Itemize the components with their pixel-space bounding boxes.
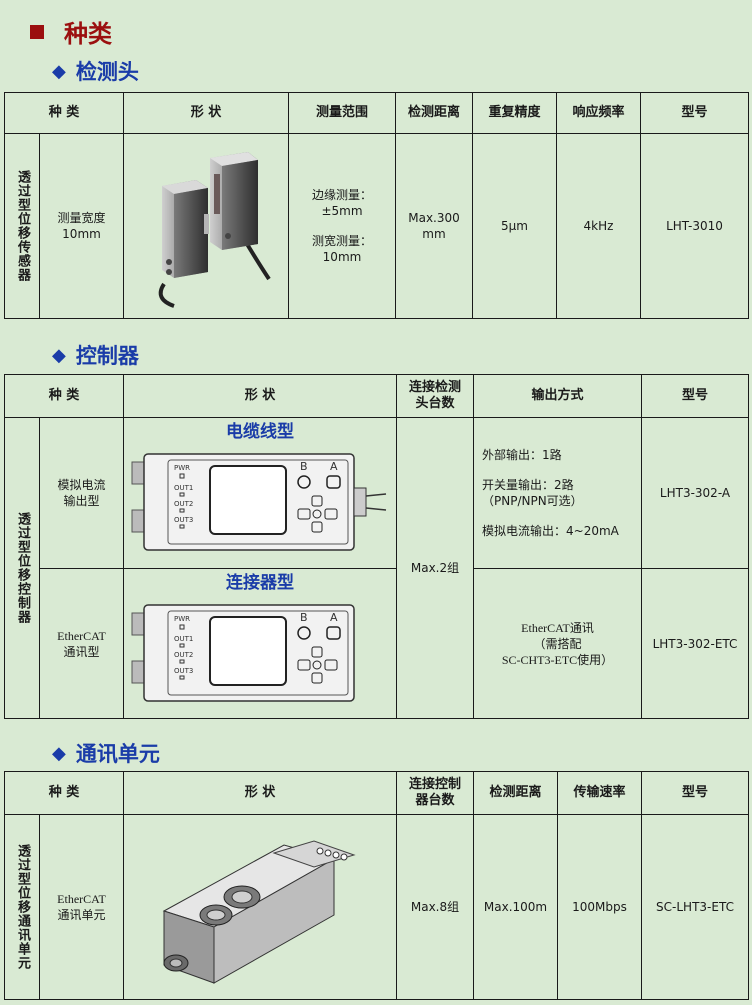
col-header-model: 型号 <box>640 92 749 134</box>
col-header-type: 种 类 <box>4 771 124 815</box>
col-header-output: 输出方式 <box>473 374 642 418</box>
section-title-sensor-text: 检测头 <box>75 60 139 84</box>
shape-cell: 连接器型 PWR OUT1 OUT2 OUT3 B A <box>123 568 397 719</box>
page-heading-text: 种类 <box>64 20 112 48</box>
col-header-count: 连接控制 器台数 <box>396 771 474 815</box>
square-bullet-icon <box>30 24 44 39</box>
col-header-count: 连接检测 头台数 <box>396 374 474 418</box>
range-cell: 边缘测量： ±5mm 测宽测量： 10mm <box>288 133 396 319</box>
category-cell: 透过型位移通讯单元 <box>4 814 40 1000</box>
section-title-comm-text: 通讯单元 <box>75 742 160 766</box>
count-cell: Max.2组 <box>396 417 474 719</box>
sensor-head-image <box>158 152 271 308</box>
section-title-sensor: ◆ 检测头 <box>52 56 139 86</box>
precision-cell: 5μm <box>472 133 557 319</box>
col-header-shape: 形 状 <box>123 771 397 815</box>
model-cell: LHT-3010 <box>640 133 749 319</box>
col-header-rate: 传输速率 <box>557 771 642 815</box>
shape-cell <box>123 133 289 319</box>
category-cell: 透过型位移传感器 <box>4 133 40 319</box>
col-header-model: 型号 <box>641 771 749 815</box>
b-label: B <box>300 460 308 473</box>
shape-cell <box>123 814 397 1000</box>
type-cell: EtherCAT 通讯单元 <box>39 814 124 1000</box>
model-cell: LHT3-302-ETC <box>641 568 749 719</box>
col-header-distance: 检测距离 <box>395 92 473 134</box>
a-label: A <box>330 611 338 624</box>
comm-unit-image <box>162 840 356 984</box>
pwr-label: PWR <box>174 615 190 623</box>
pwr-label: PWR <box>174 464 190 472</box>
section-title-comm: ◆ 通讯单元 <box>52 738 160 768</box>
rate-cell: 100Mbps <box>557 814 642 1000</box>
col-header-precision: 重复精度 <box>472 92 557 134</box>
range-edge: 边缘测量： ±5mm <box>311 188 372 218</box>
section-title-controller-text: 控制器 <box>75 344 139 368</box>
category-label: 透过型位移传感器 <box>15 170 30 282</box>
sensor-table: 种 类 形 状 测量范围 检测距离 重复精度 响应频率 型号 透过型位移传感器 … <box>4 92 749 319</box>
model-cell: LHT3-302-A <box>641 417 749 569</box>
page-heading: 种类 <box>30 14 112 49</box>
controller-connector-image: PWR OUT1 OUT2 OUT3 B A <box>131 604 355 702</box>
output-line-3: 模拟电流输出：4~20mA <box>482 524 619 538</box>
diamond-bullet-icon: ◆ <box>52 742 66 764</box>
frequency-cell: 4kHz <box>556 133 641 319</box>
a-label: A <box>330 460 338 473</box>
col-header-range: 测量范围 <box>288 92 396 134</box>
col-header-distance: 检测距离 <box>473 771 558 815</box>
diamond-bullet-icon: ◆ <box>52 344 66 366</box>
col-header-type: 种 类 <box>4 92 124 134</box>
model-cell: SC-LHT3-ETC <box>641 814 749 1000</box>
section-title-controller: ◆ 控制器 <box>52 340 139 370</box>
distance-cell: Max.100m <box>473 814 558 1000</box>
col-header-shape: 形 状 <box>123 92 289 134</box>
shape-cell: 电缆线型 PWR OUT1 OUT2 OUT3 B A <box>123 417 397 569</box>
col-header-shape: 形 状 <box>123 374 397 418</box>
col-header-model: 型号 <box>641 374 749 418</box>
distance-cell: Max.300 mm <box>395 133 473 319</box>
out3-label: OUT3 <box>174 516 193 524</box>
controller-cable-image: PWR OUT1 OUT2 OUT3 B A <box>131 453 387 551</box>
output-cell: 外部输出：1路 开关量输出：2路 （PNP/NPN可选） 模拟电流输出：4~20… <box>473 417 642 569</box>
out1-label: OUT1 <box>174 635 193 643</box>
category-label: 透过型位移通讯单元 <box>15 844 30 970</box>
type-cell: 测量宽度 10mm <box>39 133 124 319</box>
col-header-type: 种 类 <box>4 374 124 418</box>
type-cell: 模拟电流 输出型 <box>39 417 124 569</box>
image-label: 连接器型 <box>226 573 294 593</box>
comm-table: 种 类 形 状 连接控制 器台数 检测距离 传输速率 型号 透过型位移通讯单元 … <box>4 771 749 1000</box>
category-cell: 透过型位移控制器 <box>4 417 40 719</box>
controller-table: 种 类 形 状 连接检测 头台数 输出方式 型号 透过型位移控制器 模拟电流 输… <box>4 374 749 719</box>
output-cell: EtherCAT通讯 （需搭配 SC-CHT3-ETC使用） <box>473 568 642 719</box>
out3-label: OUT3 <box>174 667 193 675</box>
out2-label: OUT2 <box>174 651 193 659</box>
image-label: 电缆线型 <box>226 422 294 442</box>
out2-label: OUT2 <box>174 500 193 508</box>
out1-label: OUT1 <box>174 484 193 492</box>
col-header-frequency: 响应频率 <box>556 92 641 134</box>
range-width: 测宽测量： 10mm <box>311 234 372 264</box>
diamond-bullet-icon: ◆ <box>52 60 66 82</box>
count-cell: Max.8组 <box>396 814 474 1000</box>
category-label: 透过型位移控制器 <box>15 512 30 624</box>
output-line-1: 外部输出：1路 <box>482 448 562 462</box>
type-cell: EtherCAT 通讯型 <box>39 568 124 719</box>
output-line-2: 开关量输出：2路 （PNP/NPN可选） <box>482 478 583 508</box>
b-label: B <box>300 611 308 624</box>
